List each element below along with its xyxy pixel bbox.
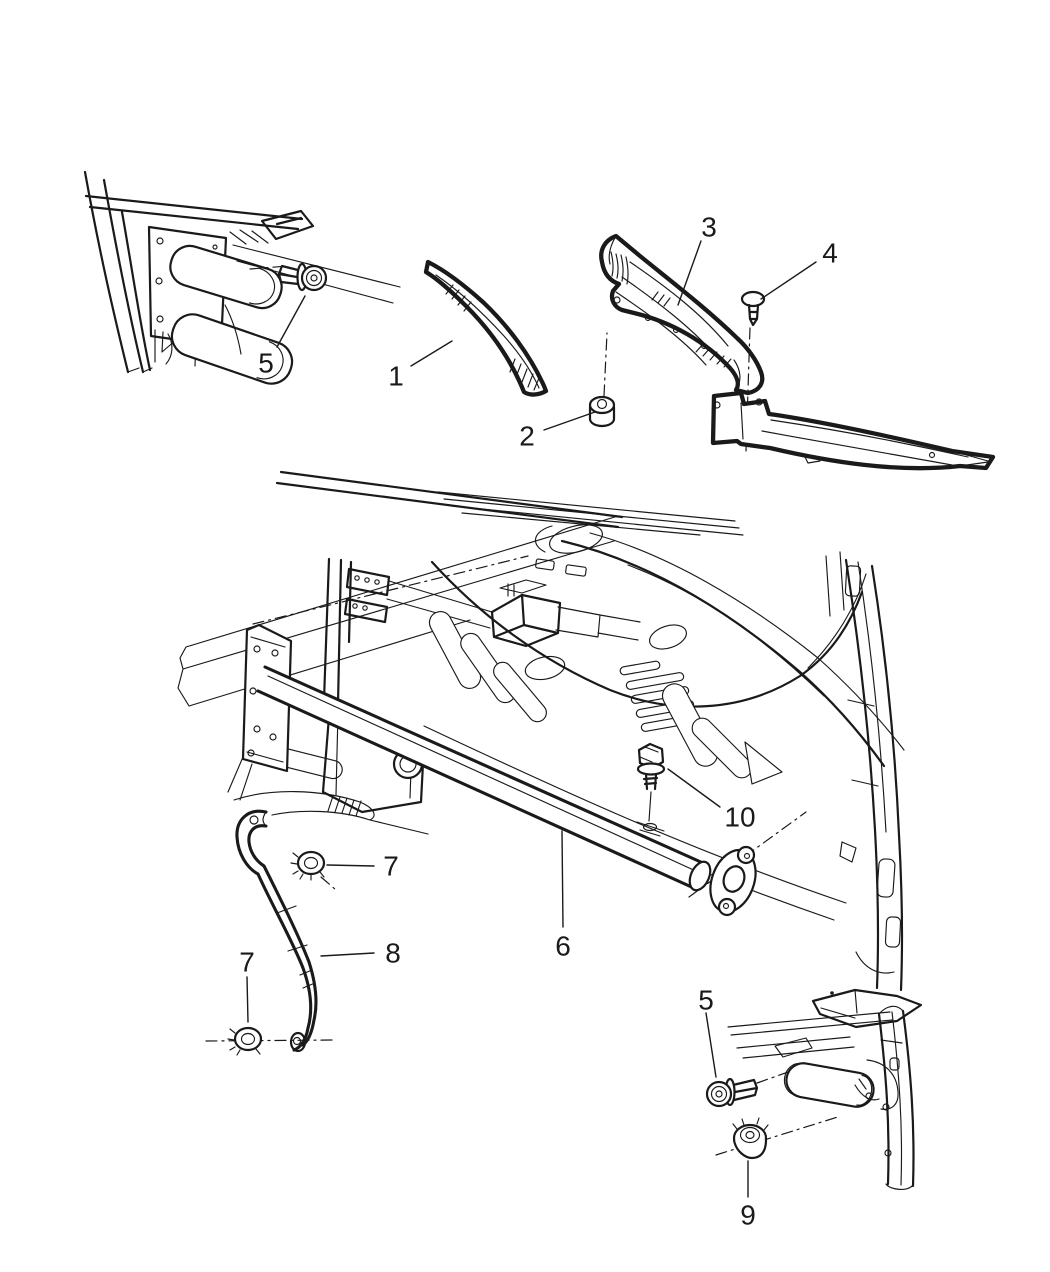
part-cowl-silencer-panel: [710, 390, 996, 471]
bolt-icon-5a: [249, 262, 328, 292]
bolt-icon-10: [636, 742, 666, 837]
right-a-pillar: [839, 558, 904, 992]
callout-8: 8: [385, 938, 401, 969]
silencer-pad-upper: [169, 244, 283, 310]
tube-end-flange: [709, 845, 757, 917]
strut-tube-assembly: [227, 623, 807, 917]
callout-leader-lines: [246, 240, 817, 1198]
callout-1: 1: [388, 361, 404, 392]
main-body-structure: [177, 470, 905, 1056]
dash-panel-braces: [428, 611, 783, 785]
callout-10: 10: [724, 802, 755, 833]
callout-2: 2: [519, 421, 535, 452]
callout-5-upper-left: 5: [258, 348, 274, 379]
tube-mount-plate: [227, 623, 293, 801]
callout-3: 3: [701, 212, 717, 243]
grommet-nut-icon-7a: [290, 850, 337, 891]
callout-5-lower-right: 5: [698, 985, 714, 1016]
nut-icon-2: [588, 332, 616, 428]
grommet-nut-icon-7b: [205, 1026, 337, 1056]
callout-7-lower: 7: [239, 947, 255, 978]
detail-inset-lower-right-pillar: [705, 988, 923, 1190]
callout-7-upper: 7: [383, 851, 399, 882]
silencer-pad-cylinder: [783, 1059, 899, 1110]
silencer-pad-lower: [170, 313, 294, 385]
part-1-cowl-screen: [423, 259, 549, 397]
part-3-cowl-grille-panel: [599, 233, 765, 396]
callout-6: 6: [555, 931, 571, 962]
bolt-icon-5b: [705, 1070, 792, 1108]
support-strap-part-8: [205, 809, 337, 1056]
callout-4: 4: [822, 238, 838, 269]
nut-icon-9: [715, 1115, 842, 1160]
callout-labels: 1 2 3 4 5 5 6 7 7 8 9 10: [239, 212, 838, 1231]
detail-inset-upper-left-pillar: [83, 170, 401, 385]
callout-9: 9: [740, 1200, 756, 1231]
